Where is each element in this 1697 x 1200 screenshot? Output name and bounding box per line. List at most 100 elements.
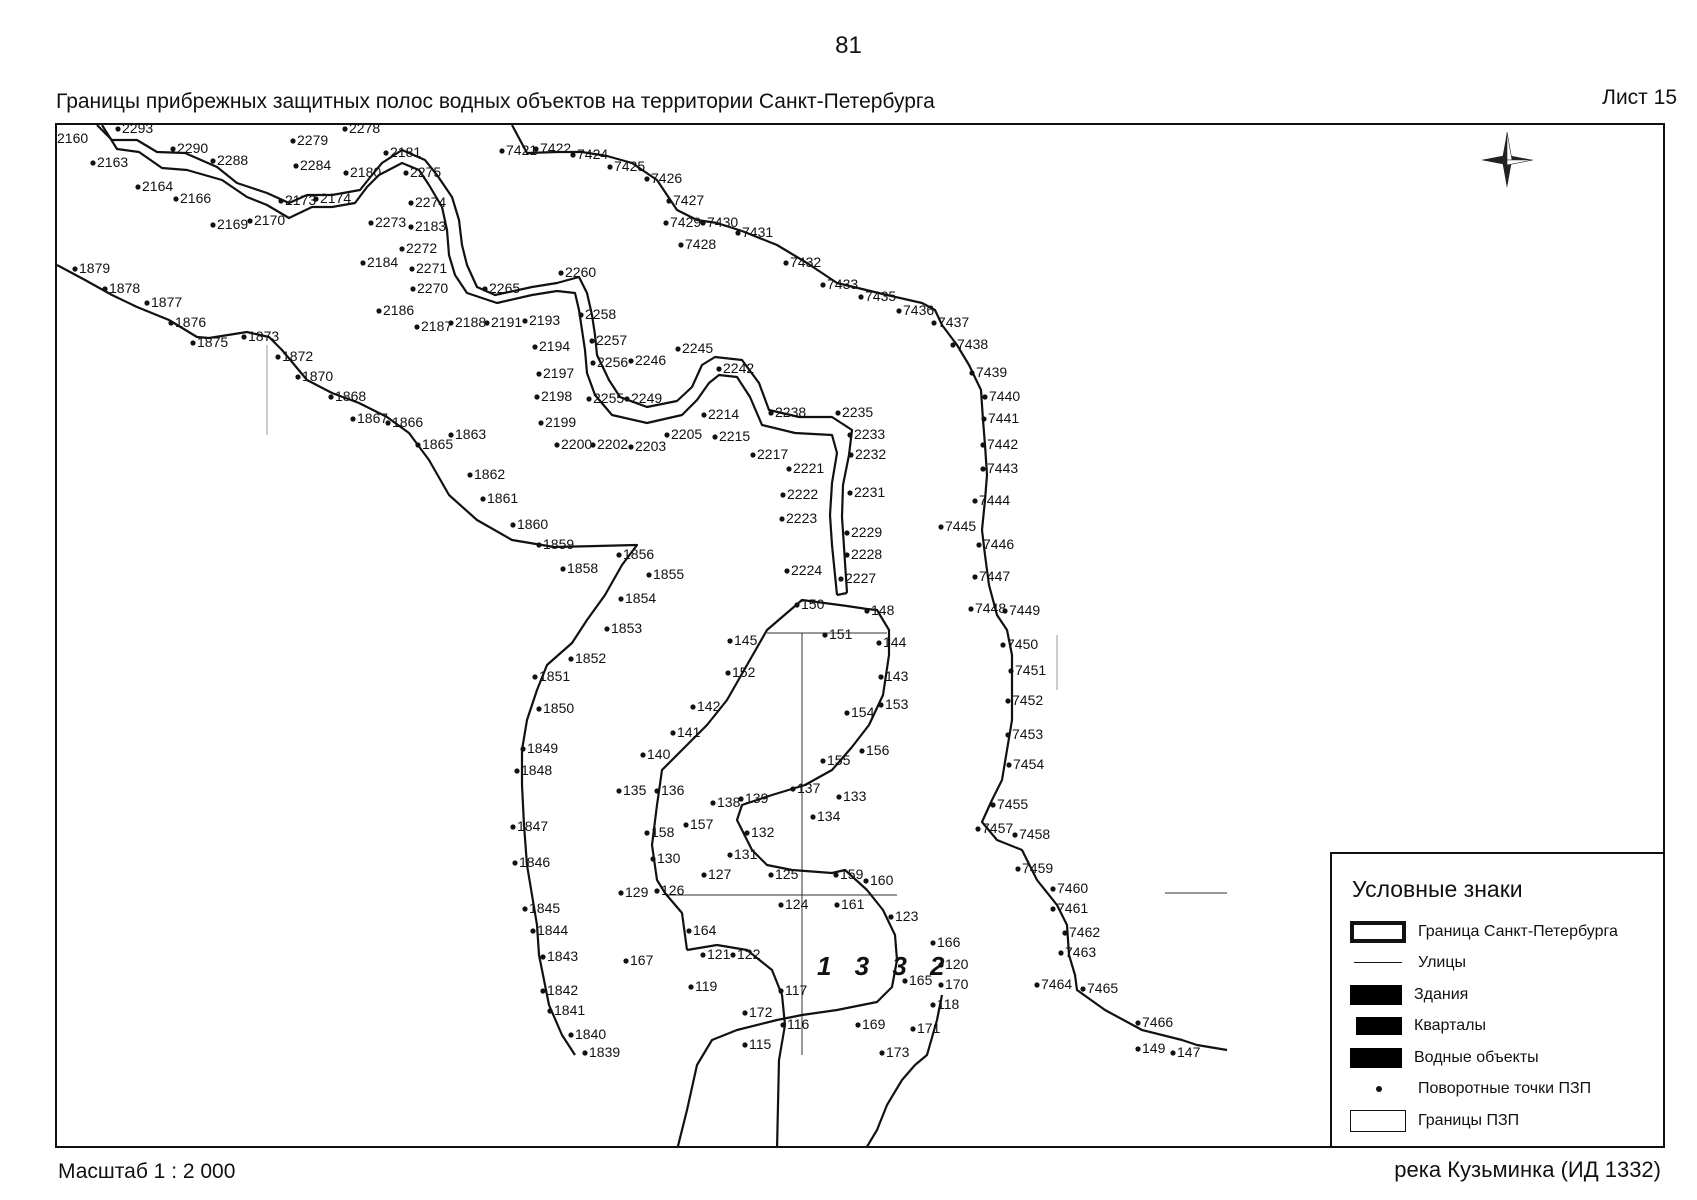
point-label: 2205 (671, 426, 702, 442)
point-label: 161 (841, 896, 865, 912)
turning-point (512, 860, 518, 866)
turning-point (650, 856, 656, 862)
turning-point (383, 150, 389, 156)
turning-point (536, 371, 542, 377)
turning-point (343, 170, 349, 176)
point-label: 124 (785, 896, 809, 912)
turning-point (678, 242, 684, 248)
turning-point (864, 608, 870, 614)
turning-point (342, 126, 348, 132)
point-label: 7436 (903, 302, 934, 318)
point-label: 2184 (367, 254, 398, 270)
point-label: 132 (751, 824, 775, 840)
point-label: 7426 (651, 170, 682, 186)
point-label: 166 (937, 934, 961, 950)
point-label: 2278 (349, 125, 380, 136)
point-label: 7466 (1142, 1014, 1173, 1030)
turning-point (640, 752, 646, 758)
point-label: 156 (866, 742, 890, 758)
point-label: 116 (787, 1016, 810, 1032)
point-label: 2160 (57, 130, 88, 146)
point-label: 1853 (611, 620, 642, 636)
turning-point (878, 674, 884, 680)
turning-point (1135, 1046, 1141, 1052)
point-label: 2197 (543, 365, 574, 381)
point-label: 2290 (177, 140, 208, 156)
point-label: 147 (1177, 1044, 1201, 1060)
point-label: 2235 (842, 404, 873, 420)
point-label: 1876 (175, 314, 206, 330)
turning-point (275, 354, 281, 360)
legend-label: Граница Санкт-Петербурга (1418, 922, 1618, 940)
point-label: 2271 (416, 260, 447, 276)
turning-point (980, 466, 986, 472)
legend-title: Условные знаки (1352, 876, 1523, 902)
turning-point (712, 434, 718, 440)
legend-label: Кварталы (1414, 1017, 1486, 1035)
point-label: 2275 (410, 164, 441, 180)
point-label: 2223 (786, 510, 817, 526)
turning-point (90, 160, 96, 166)
turning-point (499, 148, 505, 154)
point-label: 7462 (1069, 924, 1100, 940)
turning-point (173, 196, 179, 202)
turning-point (1058, 950, 1064, 956)
point-label: 157 (690, 816, 714, 832)
point-label: 2274 (415, 194, 446, 210)
turning-point (247, 218, 253, 224)
point-label: 2260 (565, 264, 596, 280)
turning-point (589, 338, 595, 344)
turning-point (1135, 1020, 1141, 1026)
turning-point (1062, 930, 1068, 936)
point-symbol (1350, 1078, 1406, 1100)
turning-point (360, 260, 366, 266)
point-label: 143 (885, 668, 909, 684)
pzp-boundaries (57, 125, 1228, 1146)
point-label: 7449 (1009, 602, 1040, 618)
point-label: 2279 (297, 132, 328, 148)
turning-point (1012, 832, 1018, 838)
turning-point (570, 152, 576, 158)
turning-point (376, 308, 382, 314)
turning-point (415, 442, 421, 448)
turning-point (833, 872, 839, 878)
turning-point (876, 640, 882, 646)
turning-point (467, 472, 473, 478)
turning-point (982, 394, 988, 400)
turning-point (976, 542, 982, 548)
point-label: 117 (785, 982, 808, 998)
point-label: 154 (851, 704, 875, 720)
turning-point (783, 260, 789, 266)
point-label: 1879 (79, 260, 110, 276)
point-label: 7463 (1065, 944, 1096, 960)
turning-point (1080, 986, 1086, 992)
point-label: 2273 (375, 214, 406, 230)
turning-point (510, 522, 516, 528)
point-label: 2173 (285, 192, 316, 208)
turning-point (1005, 732, 1011, 738)
point-label: 7440 (989, 388, 1020, 404)
point-label: 1861 (487, 490, 518, 506)
point-label: 136 (661, 782, 685, 798)
turning-point (930, 1002, 936, 1008)
point-label: 2186 (383, 302, 414, 318)
point-label: 1842 (547, 982, 578, 998)
point-label: 2233 (854, 426, 885, 442)
legend-label: Здания (1414, 985, 1469, 1003)
point-label: 7453 (1012, 726, 1043, 742)
turning-point (938, 982, 944, 988)
building-symbol (1350, 984, 1402, 1005)
turning-point (644, 176, 650, 182)
point-label: 1860 (517, 516, 548, 532)
turning-point (586, 396, 592, 402)
legend-label: Границы ПЗП (1418, 1111, 1520, 1129)
point-label: 7424 (577, 146, 608, 162)
river-name: река Кузьминка (ИД 1332) (1394, 1157, 1661, 1182)
point-label: 7464 (1041, 976, 1072, 992)
point-label: 7421 (506, 142, 537, 158)
turning-point (786, 466, 792, 472)
turning-point (778, 902, 784, 908)
turning-point (844, 710, 850, 716)
